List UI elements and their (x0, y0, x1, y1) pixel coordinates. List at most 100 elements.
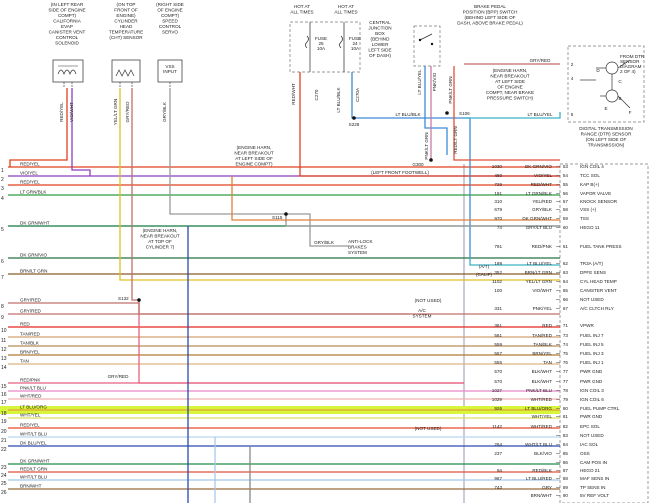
vss-input-label-line: VSS (165, 64, 174, 69)
pcm-pin-number: 57 (563, 199, 569, 204)
v-evap-vio: VIO/WHT (69, 102, 74, 122)
fuse-24-label-line: 24 (352, 41, 358, 46)
harness-note-1-line: COMPT, NEAR BRAKE (486, 90, 534, 95)
pcm-pin-number: 87 (563, 468, 569, 473)
wire-number: 24 (1, 473, 7, 479)
hot-at-all-times-1-line: HOT AT (294, 4, 310, 9)
h-gry-red-top: GRY/RED (530, 58, 552, 63)
pcm-wire-color: DK GRN/WHT (522, 216, 552, 221)
h-ltblublk: LT BLU/BLK (395, 112, 421, 117)
abs-label-line: BRAKES (348, 245, 367, 250)
ac-system-label-line: A/C (418, 308, 426, 313)
vss-label-line: CONTROL (159, 24, 182, 29)
cht-label-line: TEMPERATURE (109, 30, 143, 35)
wire-number: 17 (1, 400, 7, 406)
pcm-circuit-number: 729 (494, 182, 502, 187)
wire-color-label: GRY/RED (20, 309, 42, 314)
pcm-pin-number: 73 (563, 333, 569, 338)
pcm-pin-number: 53 (563, 164, 569, 169)
dtr-letter: B (618, 96, 621, 101)
pcm-pin-function: FUEL INJ 1 (580, 360, 604, 365)
pcm-pin-number: 58 (563, 207, 569, 212)
central-junction-box-label-line: (BEHIND (371, 37, 391, 42)
wire-color-label: DK GRN/WHT (20, 459, 50, 464)
not-used-label-2: (NOT USED) (415, 426, 442, 431)
wire-number: 14 (1, 365, 7, 371)
pcm-pin-function: CAM POS IN (580, 460, 607, 465)
vss-label-line: SPEED (162, 19, 178, 24)
wire-color-label: WHT/LT BLU (20, 432, 47, 437)
pcm-pin-function: DPFE SENS (580, 270, 606, 275)
pcm-pin-function: MAF SENS IN (580, 476, 609, 481)
pcm-circuit-number: 1030 (492, 164, 503, 169)
s228-label: S228 (349, 122, 360, 127)
wire-number: 6 (1, 259, 4, 265)
dtr-letter: F (629, 110, 632, 115)
v-c270a: C270A (355, 87, 360, 102)
dtr-pin: 4 (571, 76, 574, 81)
wire-number: 16 (1, 392, 7, 398)
wire-color-label: RED/LT GRN (20, 467, 47, 472)
wire-color-label: TAN/BLK (20, 341, 40, 346)
pcm-circuit-number: 926 (494, 406, 502, 411)
pcm-pin-function: PWR GND (580, 369, 603, 374)
pcm-circuit-number: 570 (494, 369, 502, 374)
s132-label: S132 (118, 296, 129, 301)
pcm-wire-color: PNK/YEL (533, 306, 553, 311)
h-ltbluyel: LT BLU/YEL (527, 112, 553, 117)
wire-bpp-ltblu (424, 66, 448, 155)
s106-label: S106 (459, 111, 470, 116)
wire-color-label: GRY/RED (20, 298, 42, 303)
pcm-pin-function: KNOCK SENSOR (580, 199, 618, 204)
pcm-pin-function: TSS (580, 216, 589, 221)
harness-note-1-line: NEAR BREAKOUT (490, 74, 530, 79)
vss-label-line: COMPT) (161, 13, 180, 18)
pcm-wire-color: WHT/YEL (532, 414, 553, 419)
cht-sensor (111, 59, 141, 88)
evap-solenoid (52, 59, 84, 88)
pcm-pin-function: NOT USED (580, 433, 604, 438)
pcm-circuit-number: 331 (494, 306, 502, 311)
evap-label-line: SOLENOID (55, 41, 79, 46)
pcm-wire-color: GRY/BLK (532, 207, 553, 212)
wire-cht-yel (119, 88, 560, 281)
wire-number: 7 (1, 275, 4, 281)
central-junction-box-label-line: LOWER (372, 42, 390, 47)
wire-color-label: LT GRN/BLK (20, 190, 47, 195)
pcm-pin-number: 80 (563, 406, 569, 411)
pcm-circuit-number: 967 (494, 476, 502, 481)
wire-fuse-red (299, 72, 560, 177)
pcm-pin-function: IGN COIL 6 (580, 397, 604, 402)
wire-s115-out (285, 214, 560, 227)
wire-number: 5 (1, 227, 4, 233)
pcm-wire-color: BLK/WHT (532, 379, 553, 384)
dtr-from-label-line: FROM DTR (620, 54, 645, 59)
harness-note-2-line: NEAR BREAKOUT (234, 151, 274, 156)
pcm-wire-color: RED/PNK (532, 244, 553, 249)
bpp-switch-label-line: DASH, ABOVE BRAKE PEDAL) (457, 21, 523, 26)
wire-number: 18 (1, 411, 7, 417)
pcm-circuit-number: 94 (497, 468, 503, 473)
ac-system-label-line: SYSTEM (413, 314, 432, 319)
wire-s132-down (138, 300, 464, 384)
central-junction-box-label-line: CENTRAL (369, 20, 391, 25)
cht-label-line: HEAD (120, 24, 133, 29)
harness-note-3-line: (ENGINE HARN, (143, 228, 178, 233)
pcm-wire-color: LT BLU/YEL (527, 261, 553, 266)
wire-redltgrn (453, 66, 560, 161)
pcm-circuit-number: 679 (494, 207, 502, 212)
wire-color-label: RED/PNK (20, 378, 41, 383)
pcm-pin-number: 62 (563, 261, 569, 266)
evap-label-line: CONTROL (56, 35, 79, 40)
pcm-wire-color: DK GRN/VIO (525, 164, 552, 169)
wire-color-label: DK BLU/YEL (20, 441, 47, 446)
pcm-pin-function: FUEL INJ 7 (580, 333, 604, 338)
cht-label-line: (CHT) SENSOR (109, 35, 143, 40)
wire-color-label: RED/YEL (20, 162, 40, 167)
central-junction-box (289, 21, 361, 73)
wire-number: 26 (1, 490, 7, 496)
pcm-wire-color: WHT/LT BLU (525, 442, 552, 447)
vss-label-line: (RIGHT SIDE (156, 2, 184, 7)
v-evap-red: RED/YEL (59, 102, 64, 122)
